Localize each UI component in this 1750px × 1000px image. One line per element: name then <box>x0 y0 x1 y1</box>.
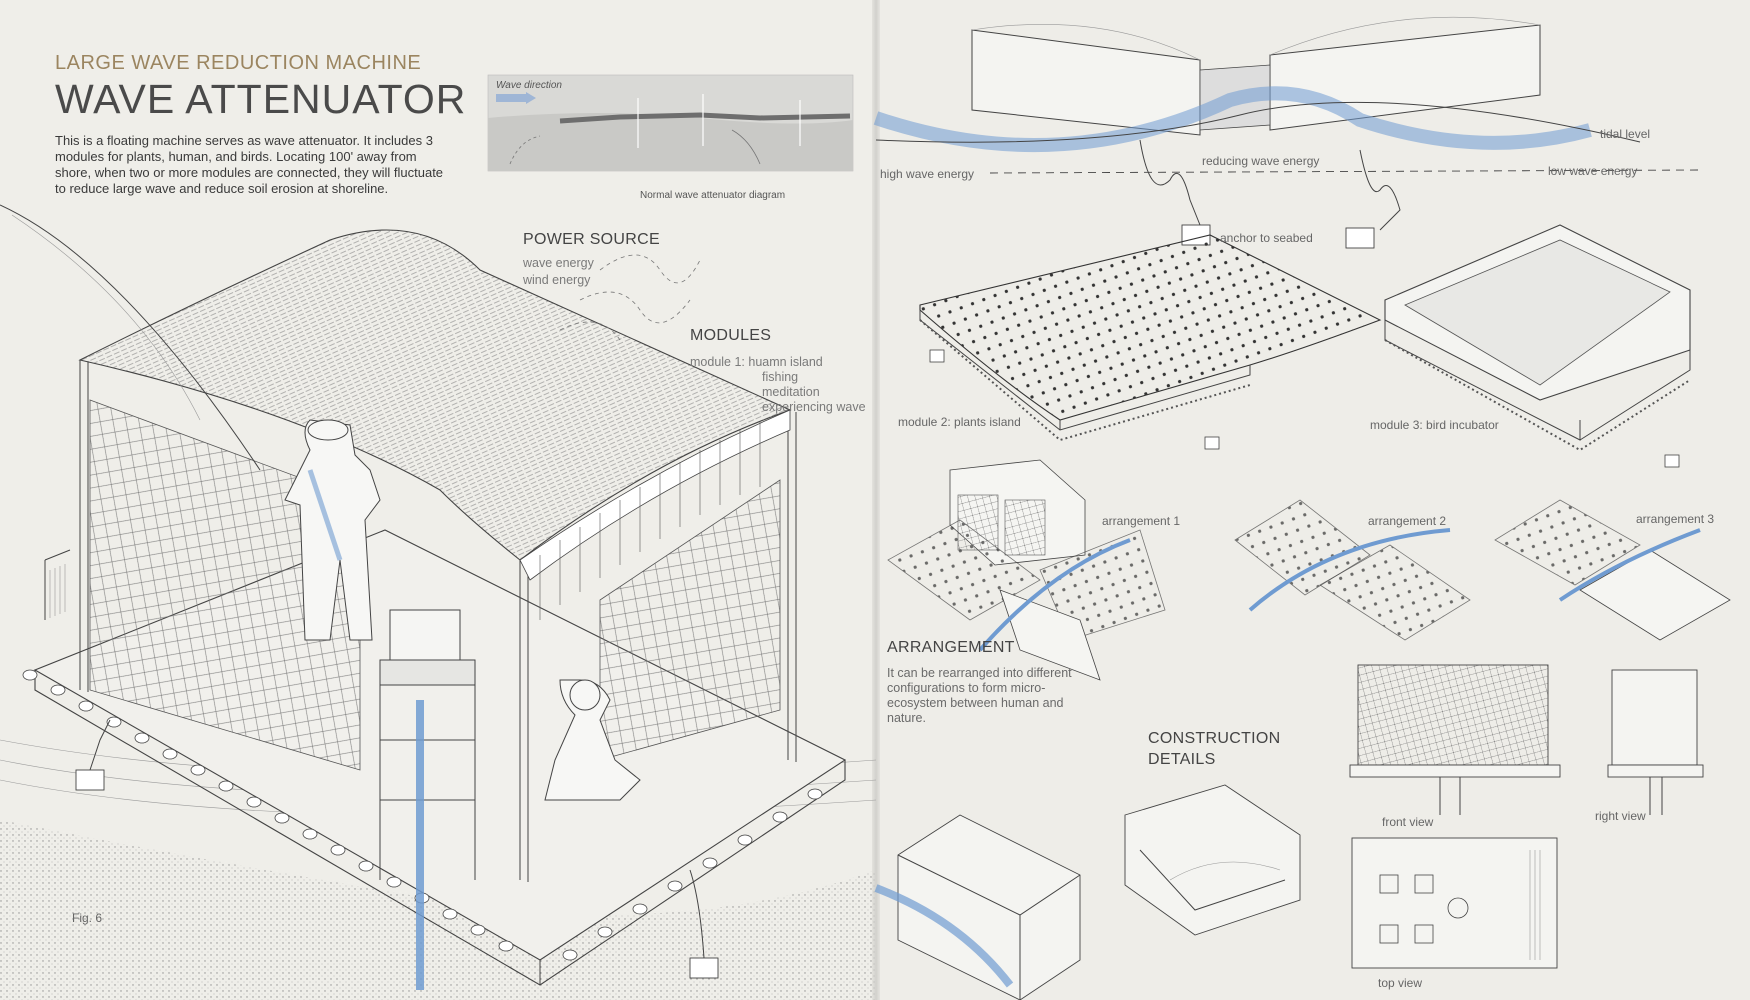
module1-line-2: fishing <box>762 370 799 384</box>
power-item-wind: wind energy <box>523 273 591 287</box>
module1-line-1: module 1: huamn island <box>690 355 823 369</box>
arrangement2-label: arrangement 2 <box>1368 514 1447 528</box>
inset-caption: Normal wave attenuator diagram <box>640 190 786 201</box>
power-source-heading: POWER SOURCE <box>523 231 660 248</box>
reducing-wave-energy-label: reducing wave energy <box>1202 154 1320 168</box>
arrangement-heading: ARRANGEMENT <box>887 639 1015 656</box>
construction-heading-line2: DETAILS <box>1148 751 1216 768</box>
main-axonometric-drawing <box>0 74 876 1000</box>
tidal-level-label: tidal level <box>1600 127 1651 141</box>
front-view-label: front view <box>1382 815 1434 829</box>
page-fold <box>872 0 880 1000</box>
right-view-label: right view <box>1595 809 1646 823</box>
module2-label: module 2: plants island <box>898 415 1021 429</box>
arrangement1-label: arrangement 1 <box>1102 514 1181 528</box>
module1-line-4: experiencing wave <box>762 400 866 414</box>
module3-label: module 3: bird incubator <box>1370 418 1499 432</box>
module1-line-3: meditation <box>762 385 820 399</box>
anchor-label: anchor to seabed <box>1220 231 1313 245</box>
low-wave-energy-label: low wave energy <box>1548 164 1638 178</box>
construction-heading-line1: CONSTRUCTION <box>1148 730 1281 747</box>
high-wave-energy-label: high wave energy <box>880 167 975 181</box>
arrangement-text: It can be rearranged into different conf… <box>887 666 1072 725</box>
arrangement3-label: arrangement 3 <box>1636 512 1715 526</box>
figure-number: Fig. 6 <box>72 911 103 925</box>
page-title: WAVE ATTENUATOR <box>55 76 467 122</box>
inset-wave-direction-label: Wave direction <box>496 80 562 91</box>
power-item-wave: wave energy <box>523 256 594 270</box>
intro-paragraph: This is a floating machine serves as wav… <box>55 133 444 196</box>
subtitle-kicker: LARGE WAVE REDUCTION MACHINE <box>55 52 422 74</box>
top-view-label: top view <box>1378 976 1423 990</box>
modules-heading: MODULES <box>690 327 772 344</box>
